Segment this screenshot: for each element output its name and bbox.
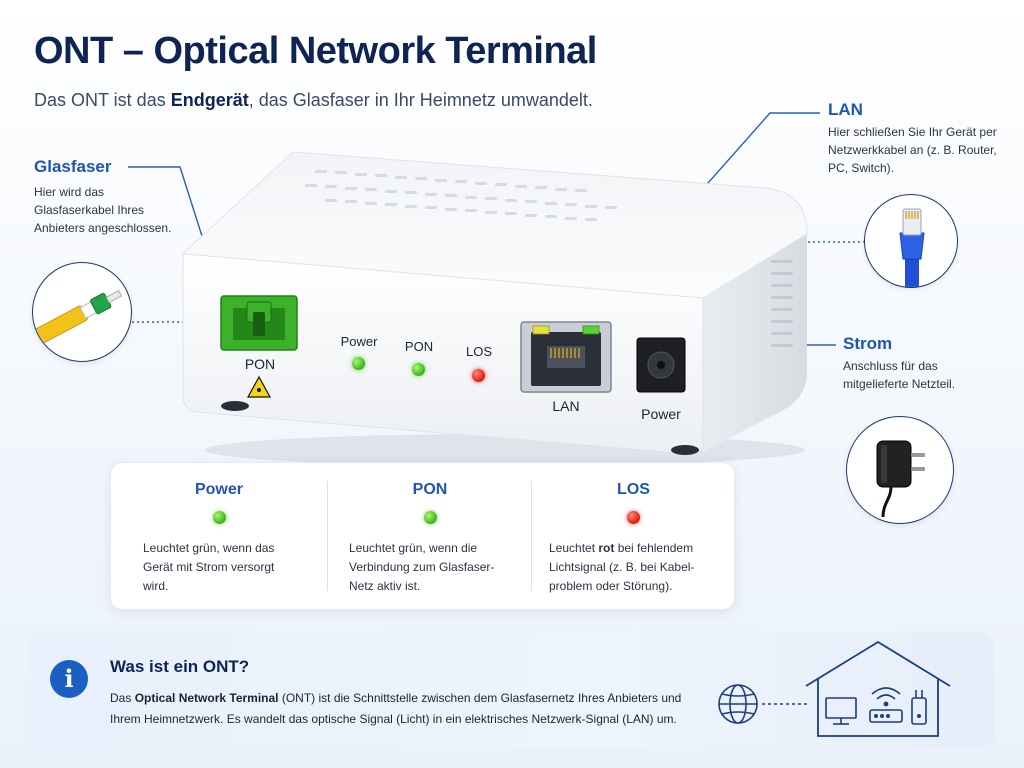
home-network-illustration — [718, 640, 951, 737]
pon-port-label: PON — [244, 356, 276, 372]
legend-led — [424, 511, 437, 524]
callout-glasfaser-title: Glasfaser — [34, 157, 112, 176]
ethernet-cable-icon — [864, 194, 958, 288]
callout-strom-text: Anschluss für das mitgelieferte Netzteil… — [843, 359, 956, 391]
led-pon — [412, 363, 425, 376]
power-port-label: Power — [641, 406, 681, 422]
ont-device: PON LAN Power Power PON LOS — [175, 150, 815, 470]
subtitle-part: Das ONT ist das — [34, 90, 171, 110]
info-text: Das Optical Network Terminal (ONT) ist d… — [110, 688, 700, 730]
led-label-pon: PON — [404, 339, 434, 354]
led-legend: Power Leuchtet grün, wenn das Gerät mit … — [110, 462, 735, 610]
legend-text: Leuchtet rot bei fehlendem Lichtsignal (… — [549, 539, 721, 596]
legend-text: Leuchtet grün, wenn die Verbindung zum G… — [349, 541, 495, 593]
callout-lan-title: LAN — [828, 100, 863, 119]
legend-item-pon: PON Leuchtet grün, wenn die Verbindung z… — [327, 463, 533, 611]
legend-title: PON — [412, 481, 448, 498]
lan-port-label: LAN — [552, 398, 580, 414]
divider — [531, 481, 532, 591]
legend-text-part: bei fehlendem Lichtsignal (z. B. bei Kab… — [549, 541, 695, 593]
lan-port[interactable] — [520, 321, 612, 393]
info-icon: i — [50, 660, 88, 698]
legend-led — [213, 511, 226, 524]
legend-item-los: LOS Leuchtet rot bei fehlendem Lichtsign… — [531, 463, 736, 611]
power-port[interactable] — [636, 337, 686, 393]
subtitle-part: , das Glasfaser in Ihr Heimnetz umwandel… — [248, 90, 593, 110]
router-icon — [869, 709, 903, 723]
callout-strom-title: Strom — [843, 334, 893, 353]
legend-title: Power — [194, 481, 243, 498]
legend-text-part: Leuchtet — [549, 541, 599, 555]
subtitle-bold: Endgerät — [170, 90, 249, 110]
page-subtitle: Das ONT ist das Endgerät, das Glasfaser … — [34, 90, 593, 111]
led-power — [352, 357, 365, 370]
monitor-icon — [825, 697, 857, 725]
house-icon — [805, 640, 951, 737]
divider — [327, 481, 328, 591]
ont-small-icon — [911, 690, 927, 725]
page-title: ONT – Optical Network Terminal — [34, 30, 597, 72]
legend-title: LOS — [617, 481, 650, 498]
legend-text-bold: rot — [598, 541, 615, 555]
info-text-bold: Optical Network Terminal — [134, 691, 279, 705]
fiber-cable-icon — [32, 262, 132, 362]
info-text-part: (ONT) ist die Schnittstelle zwischen dem… — [110, 691, 682, 726]
info-box — [30, 632, 994, 748]
ont-device-body — [182, 151, 808, 466]
led-label-power: Power — [340, 334, 378, 349]
info-text-part: Das — [110, 691, 135, 705]
power-adapter-icon — [846, 416, 954, 524]
legend-text: Leuchtet grün, wenn das Gerät mit Strom … — [143, 541, 275, 593]
legend-item-power: Power Leuchtet grün, wenn das Gerät mit … — [111, 463, 327, 611]
legend-led — [627, 511, 640, 524]
wifi-icon — [871, 687, 901, 707]
led-label-los: LOS — [465, 344, 492, 359]
led-los — [472, 369, 485, 382]
callout-glasfaser-text: Hier wird das Glasfaserkabel Ihres Anbie… — [34, 185, 172, 235]
info-title: Was ist ein ONT? — [110, 657, 250, 676]
callout-lan-text: Hier schließen Sie Ihr Gerät per Netzwer… — [828, 125, 997, 175]
pon-port[interactable] — [220, 295, 298, 351]
laser-warning-icon — [246, 375, 272, 398]
globe-icon — [718, 684, 758, 724]
